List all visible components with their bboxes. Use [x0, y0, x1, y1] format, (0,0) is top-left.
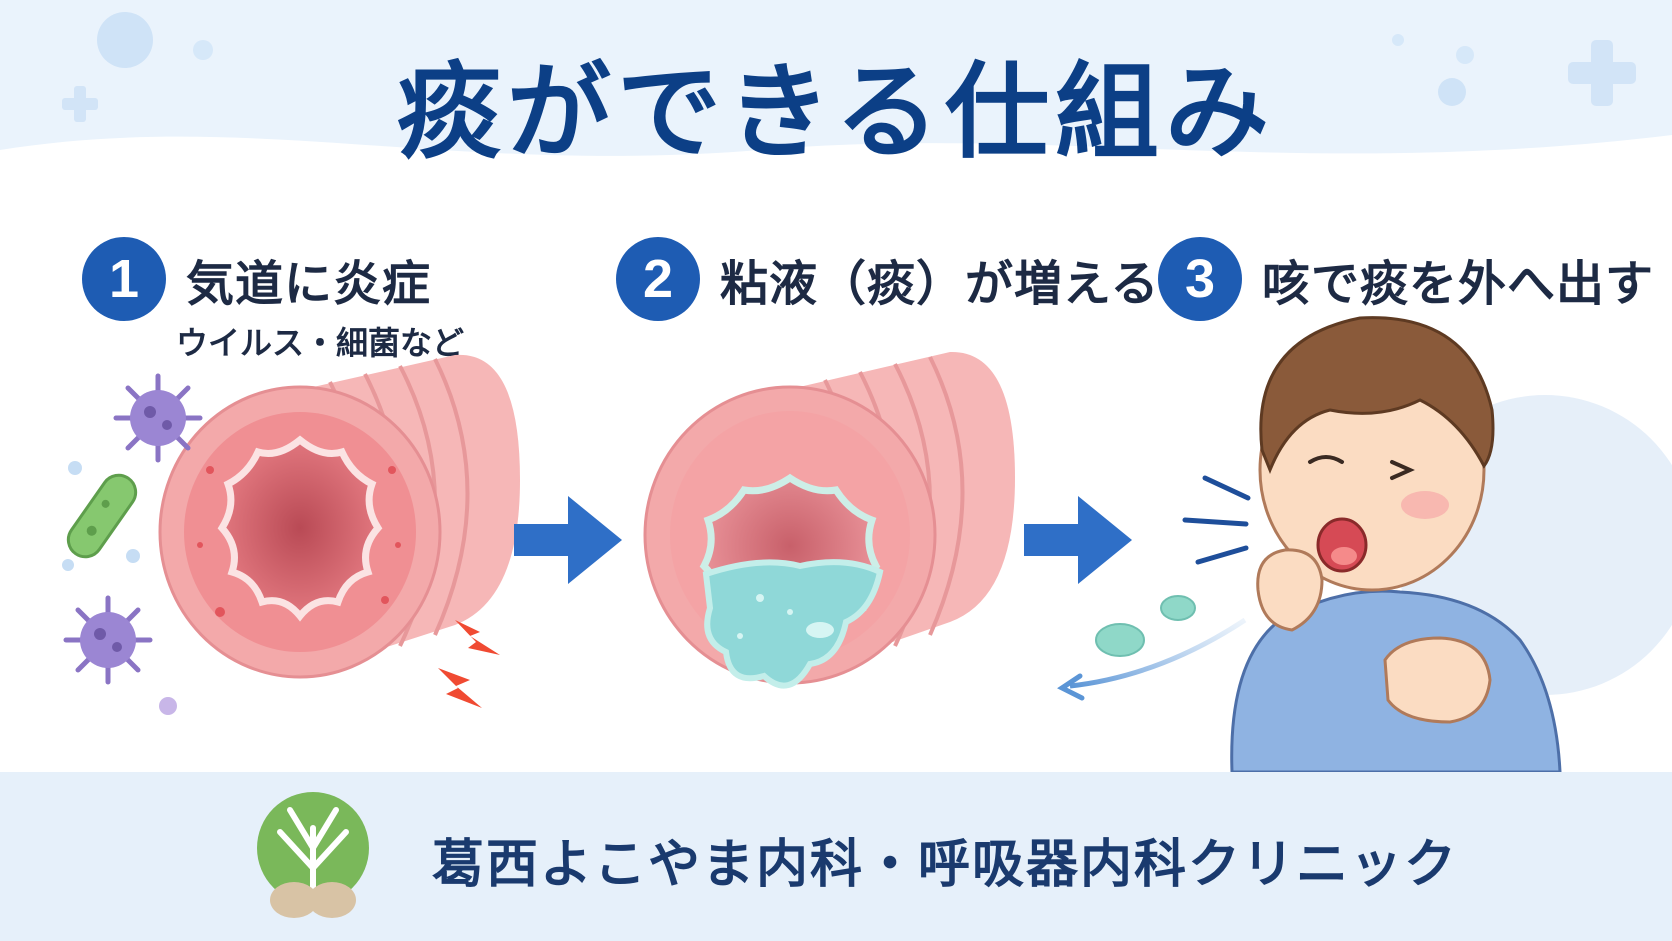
plus-icon	[1568, 40, 1636, 106]
pain-spark-icon	[438, 620, 500, 708]
bacteria-icon	[66, 473, 138, 559]
airway-mucus	[643, 351, 1015, 689]
illustration-layer	[62, 316, 1672, 772]
phlegm-droplet-icon	[1095, 623, 1145, 657]
coughing-person	[1230, 316, 1672, 772]
clinic-logo-tree-icon	[257, 792, 369, 918]
header-banner: 痰ができる仕組み	[0, 0, 1672, 200]
header-decoration	[0, 12, 1672, 200]
footer-banner: 葛西よこやま内科・呼吸器内科クリニック	[0, 772, 1672, 941]
step-3: 3 咳で痰を外へ出す	[1158, 237, 1655, 321]
cough-spray	[1057, 475, 1251, 701]
virus-icon	[63, 595, 153, 685]
plus-icon	[62, 86, 98, 122]
step-label: 気道に炎症	[186, 256, 432, 312]
step-1-subtitle: ウイルス・細菌など	[176, 324, 465, 362]
virus-icon	[113, 373, 203, 463]
page-title: 痰ができる仕組み	[397, 51, 1275, 173]
step-1: 1 気道に炎症	[82, 237, 432, 321]
step-label: 咳で痰を外へ出す	[1262, 256, 1655, 312]
clinic-name: 葛西よこやま内科・呼吸器内科クリニック	[432, 835, 1459, 895]
phlegm-droplet-icon	[1160, 595, 1196, 621]
step-2: 2 粘液（痰）が増える	[616, 237, 1160, 321]
arrow-right-icon	[1024, 496, 1132, 584]
step-number-badge: 2	[616, 237, 700, 321]
step-number-badge: 1	[82, 237, 166, 321]
step-number-badge: 3	[1158, 237, 1242, 321]
arrow-right-icon	[514, 496, 622, 584]
step-label: 粘液（痰）が増える	[720, 256, 1160, 312]
airway-inflamed	[158, 354, 520, 679]
bubble-icon	[97, 12, 153, 68]
